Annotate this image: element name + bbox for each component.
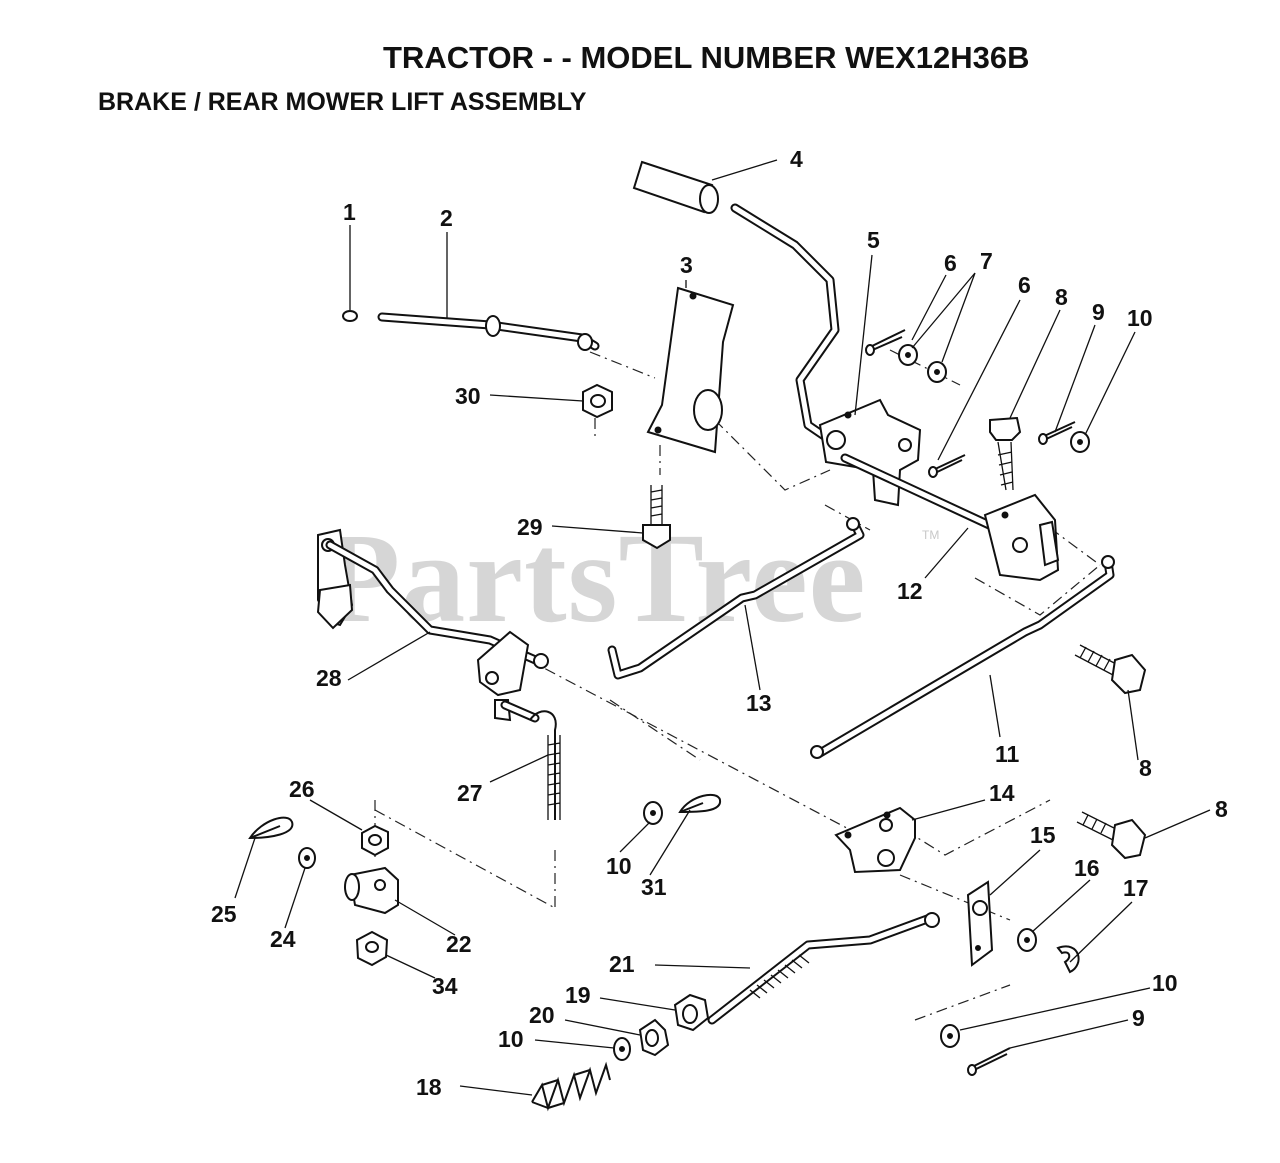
part-2-brake-rod [377,312,600,351]
part-16-washer [1017,928,1037,952]
part-22-swivel [344,866,399,915]
leader-lines [234,159,1211,1096]
callout-11: 11 [995,741,1020,767]
callout-4: 4 [790,146,803,172]
callout-29: 29 [517,514,543,540]
part-34-nut [355,930,389,967]
part-12-shaft [840,453,1060,582]
callout-18: 18 [416,1074,442,1100]
part-29-bolt [642,485,671,550]
watermark: PartsTree [322,507,867,649]
part-21-threaded-rod [707,912,940,1025]
callout-26: 26 [289,776,315,802]
part-10-washer-middle [643,801,663,825]
callout-6b: 6 [1018,272,1031,298]
part-10-washer-lower [613,1037,631,1061]
callout-7: 7 [980,248,993,274]
callout-12: 12 [897,578,923,604]
callout-24: 24 [270,926,296,952]
part-8-bolt-right-b [1076,811,1147,860]
callout-34: 34 [432,973,458,999]
callout-1: 1 [343,199,356,225]
callout-20: 20 [529,1002,555,1028]
callout-15: 15 [1030,822,1056,848]
callout-25: 25 [211,901,237,927]
part-13-rod [607,517,865,680]
callout-2: 2 [440,205,453,231]
center-lines [374,349,1101,1021]
callout-31: 31 [641,874,667,900]
callout-16: 16 [1074,855,1100,881]
callout-labels: 1 2 3 4 5 6 7 6 8 9 10 30 29 12 13 28 11… [211,146,1228,1100]
callout-10a: 10 [1127,305,1153,331]
model-title: TRACTOR - - MODEL NUMBER WEX12H36B [383,40,1030,75]
part-19-nut [673,993,710,1032]
watermark-trademark: TM [922,528,940,542]
callout-5: 5 [867,227,880,253]
callout-8c: 8 [1215,796,1228,822]
part-14-bracket [834,806,916,874]
part-31-hairpin [678,793,722,814]
part-4-grip-and-lever [632,160,840,445]
part-11-long-rod [810,555,1115,759]
part-3-bracket [646,286,735,454]
part-27-hook-bolt [529,710,561,820]
upper-pins-washers [865,329,1090,478]
part-20-spacer [638,1018,670,1057]
callout-9b: 9 [1132,1005,1145,1031]
callout-6a: 6 [944,250,957,276]
part-28-lift-rod [316,528,549,723]
callout-3: 3 [680,252,693,278]
callout-8b: 8 [1139,755,1152,781]
callout-10c: 10 [1152,970,1178,996]
callout-30: 30 [455,383,481,409]
callout-21: 21 [609,951,635,977]
callout-9a: 9 [1092,299,1105,325]
callout-8a: 8 [1055,284,1068,310]
part-25-hairpin [248,816,294,840]
part-26-nut [361,824,389,857]
part-15-plate [966,880,994,967]
part-24-washer [298,847,316,869]
callout-28: 28 [316,665,342,691]
part-17-clip [1056,945,1080,974]
part-1-pin [342,310,358,322]
part-30-nut [582,383,613,419]
part-18-spring [531,1061,611,1112]
callout-27: 27 [457,780,483,806]
callout-14: 14 [989,780,1015,806]
part-8-bolt-right-a [1074,644,1147,695]
callout-10b: 10 [606,853,632,879]
callout-17: 17 [1123,875,1149,901]
part-9-pin-lower-right [967,1047,1011,1076]
callout-19: 19 [565,982,591,1008]
part-8-bolt-upper [989,416,1022,491]
callout-10d: 10 [498,1026,524,1052]
callout-22: 22 [446,931,472,957]
assembly-title: BRAKE / REAR MOWER LIFT ASSEMBLY [98,88,587,116]
part-10-washer-lower-right [940,1024,960,1048]
callout-13: 13 [746,690,772,716]
